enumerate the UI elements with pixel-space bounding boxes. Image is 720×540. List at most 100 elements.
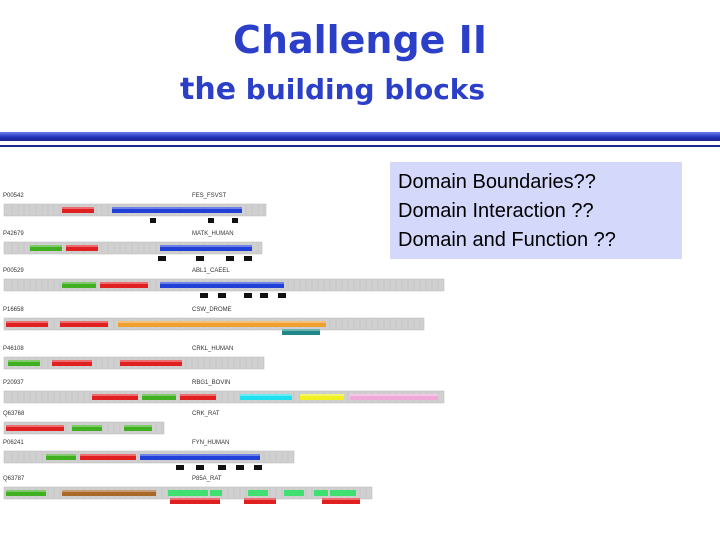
domain-bar-highlight — [112, 207, 242, 209]
motif-block — [218, 293, 226, 298]
domain-bar-highlight — [124, 425, 152, 427]
protein-name: FYN_HUMAN — [192, 440, 229, 446]
domain-bar-red — [60, 321, 108, 327]
domain-bar-highlight — [100, 282, 148, 284]
domain-bar-brown — [62, 490, 156, 496]
motif-block — [236, 465, 244, 470]
domain-bar-green — [6, 490, 46, 496]
motif-block — [244, 293, 252, 298]
domain-bar-highlight — [322, 498, 360, 500]
domain-architecture-figure: P00542 FES_FSVST P42679 MATK_HUMAN P00529 ABL… — [3, 193, 445, 504]
domain-bar-teal — [282, 329, 320, 335]
motif-block — [218, 465, 226, 470]
protein-name: RBG1_BOVIN — [192, 380, 230, 386]
domain-bar-green — [46, 454, 76, 460]
domain-bar-red — [322, 498, 360, 504]
domain-bar-highlight — [30, 245, 62, 247]
domain-bar-mint — [248, 490, 268, 496]
domain-bar-green — [8, 360, 40, 366]
slide-subtitle: the building blocks — [180, 72, 485, 107]
domain-bar-highlight — [240, 394, 292, 396]
domain-bar-highlight — [62, 207, 94, 209]
domain-bar-highlight — [160, 282, 284, 284]
domain-bar-green — [62, 282, 96, 288]
slide-title: Challenge II — [233, 18, 487, 62]
domain-bar-blue — [112, 207, 242, 213]
domain-bar-red — [100, 282, 148, 288]
motif-block — [196, 465, 204, 470]
domain-bar-mint — [284, 490, 304, 496]
motif-block — [244, 256, 252, 261]
domain-bar-blue — [140, 454, 260, 460]
motif-block — [278, 293, 286, 298]
domain-bar-mint — [196, 490, 208, 496]
domain-bar-highlight — [62, 490, 156, 492]
motif-block — [226, 256, 234, 261]
callout-line-interaction: Domain Interaction ?? — [398, 200, 594, 222]
domain-bar-highlight — [66, 245, 98, 247]
protein-accession: P16658 — [3, 307, 24, 313]
callout-line-function: Domain and Function ?? — [398, 229, 616, 251]
protein-accession: P46108 — [3, 346, 24, 352]
domain-bar-highlight — [350, 394, 438, 396]
motif-block — [196, 256, 204, 261]
domain-bar-highlight — [170, 498, 220, 500]
protein-name: FES_FSVST — [192, 193, 227, 199]
protein-accession: Q63768 — [3, 411, 25, 417]
question-callout: Domain Boundaries?? Domain Interaction ?… — [390, 162, 682, 259]
domain-bar-highlight — [142, 394, 176, 396]
protein-accession: P42679 — [3, 231, 24, 237]
protein-name: ABL1_CAEEL — [192, 268, 230, 274]
protein-accession: P00542 — [3, 193, 24, 199]
domain-bar-highlight — [120, 360, 182, 362]
domain-bar-red — [244, 498, 276, 504]
domain-bar-blue — [160, 245, 252, 251]
protein-name: CSW_DROME — [192, 307, 232, 313]
protein-name: MATK_HUMAN — [192, 231, 234, 237]
domain-bar-red — [170, 498, 220, 504]
domain-bar-red — [62, 207, 94, 213]
protein-accession: P00529 — [3, 268, 24, 274]
motif-block — [232, 218, 238, 223]
domain-bar-red — [92, 394, 138, 400]
subtitle-the: the — [180, 72, 237, 107]
title-divider — [0, 132, 720, 141]
domain-bar-orange — [118, 321, 326, 327]
subtitle-rest: building blocks — [236, 73, 486, 106]
domain-bar-mint — [346, 490, 356, 496]
protein-accession: P06241 — [3, 440, 24, 446]
title-divider-thin — [0, 145, 720, 147]
protein-name: CRKL_HUMAN — [192, 346, 233, 352]
domain-bar-highlight — [92, 394, 138, 396]
domain-bar-highlight — [80, 454, 136, 456]
domain-bar-highlight — [282, 329, 320, 331]
domain-bar-highlight — [52, 360, 92, 362]
motif-block — [158, 256, 166, 261]
domain-bar-green — [30, 245, 62, 251]
domain-bar-highlight — [180, 394, 216, 396]
domain-bar-mint — [210, 490, 222, 496]
domain-bar-yellow — [300, 394, 344, 400]
domain-bar-highlight — [118, 321, 326, 323]
callout-line-boundaries: Domain Boundaries?? — [398, 171, 596, 193]
domain-bar-cyan — [240, 394, 292, 400]
motif-block — [208, 218, 214, 223]
domain-bar-highlight — [140, 454, 260, 456]
domain-bar-green — [142, 394, 176, 400]
domain-bar-highlight — [60, 321, 108, 323]
motif-block — [200, 293, 208, 298]
domain-bar-green — [124, 425, 152, 431]
protein-accession: Q63787 — [3, 476, 25, 482]
motif-block — [176, 465, 184, 470]
domain-bar-red — [66, 245, 98, 251]
domain-bar-highlight — [8, 360, 40, 362]
domain-bar-highlight — [244, 498, 276, 500]
domain-bar-red — [6, 321, 48, 327]
domain-bar-mint — [314, 490, 328, 496]
domain-bar-highlight — [6, 490, 46, 492]
motif-block — [254, 465, 262, 470]
protein-accession: P20937 — [3, 380, 24, 386]
domain-bar-mint — [184, 490, 196, 496]
domain-bar-highlight — [46, 454, 76, 456]
domain-bar-red — [80, 454, 136, 460]
